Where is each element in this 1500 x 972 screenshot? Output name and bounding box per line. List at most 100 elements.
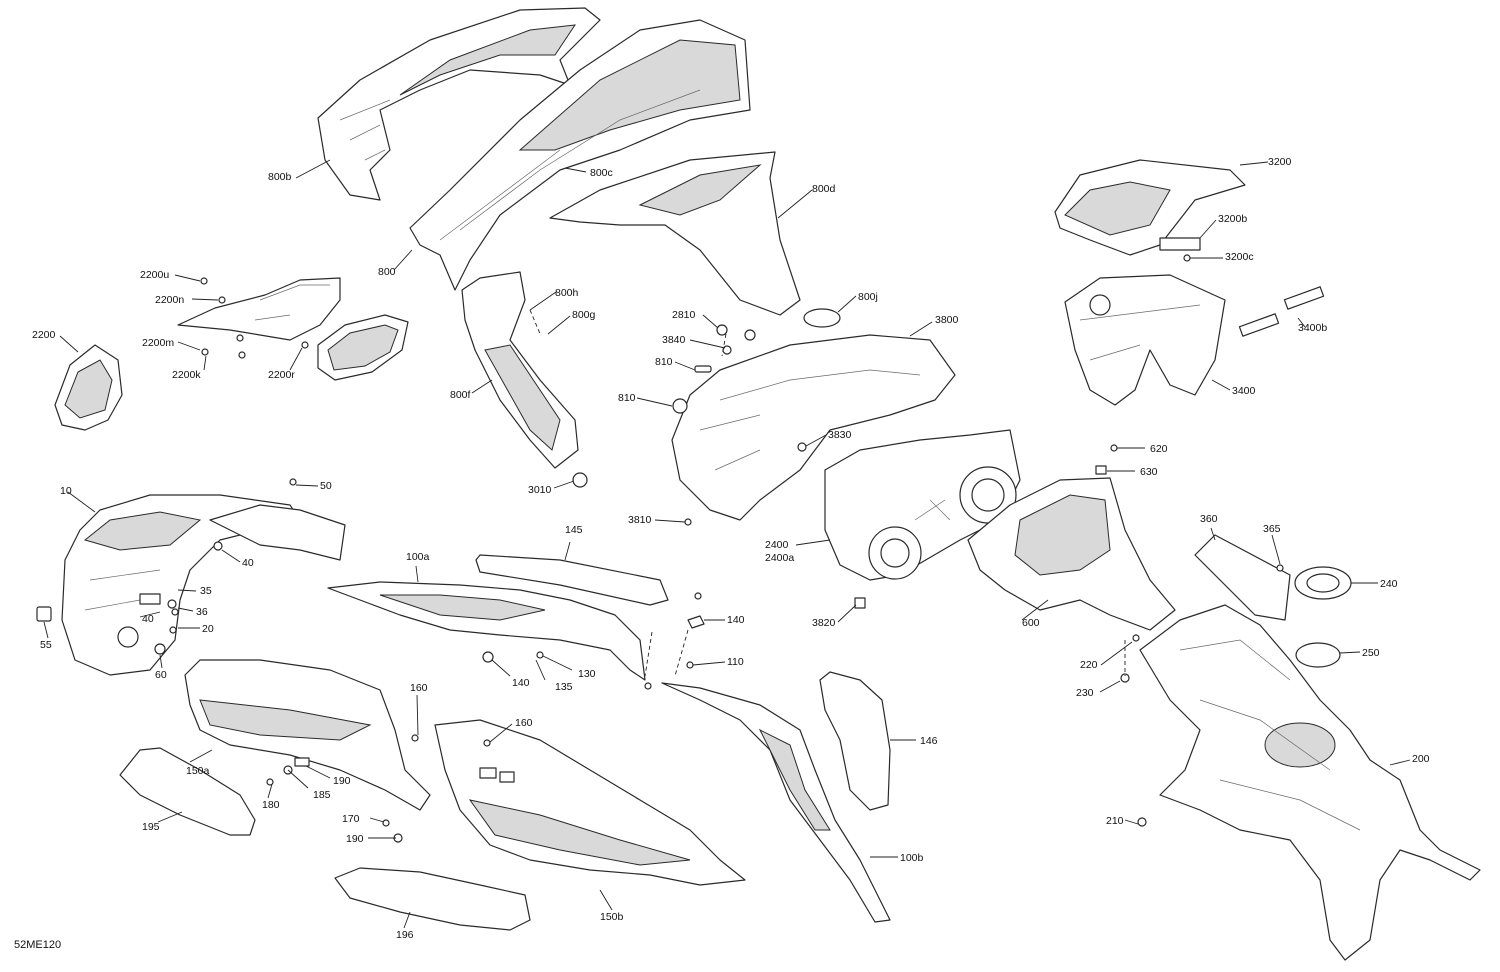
part-230 <box>1120 673 1130 683</box>
callout-146: 146 <box>920 735 938 747</box>
callout-800b: 800b <box>268 171 292 183</box>
callout-2200n: 2200n <box>155 294 184 306</box>
callout-2200u: 2200u <box>140 269 169 281</box>
callout-800j: 800j <box>858 291 878 303</box>
part-146 <box>819 671 891 811</box>
callout-195: 195 <box>142 821 160 833</box>
callout-3820: 3820 <box>812 617 836 629</box>
callout-110: 110 <box>727 656 744 668</box>
callout-800g: 800g <box>572 309 596 321</box>
callout-160-right: 160 <box>515 717 533 729</box>
part-800b <box>317 7 601 201</box>
callout-50: 50 <box>320 480 332 492</box>
callout-810-lower: 810 <box>618 392 636 404</box>
callout-230: 230 <box>1076 687 1094 699</box>
callout-3800: 3800 <box>935 314 959 326</box>
part-100a <box>327 581 646 681</box>
callout-labels: 800b 800c 800d 800 800h 800g 800j 800f 2… <box>14 156 1430 951</box>
callout-100b: 100b <box>900 852 924 864</box>
callout-210: 210 <box>1106 815 1124 827</box>
part-600 <box>967 477 1176 631</box>
callout-160-left: 160 <box>410 682 428 694</box>
diagram-code: 52ME120 <box>14 939 61 951</box>
callout-185: 185 <box>313 789 331 801</box>
callout-2400: 2400 <box>765 539 789 551</box>
part-3010-grommet <box>572 472 588 488</box>
callout-3010: 3010 <box>528 484 552 496</box>
part-100b <box>661 682 891 923</box>
callout-20: 20 <box>202 623 214 635</box>
callout-3810: 3810 <box>628 514 652 526</box>
callout-150b: 150b <box>600 911 624 923</box>
callout-40-lower: 40 <box>142 613 154 625</box>
nose-fasteners <box>36 478 297 655</box>
callout-2200r: 2200r <box>268 369 295 381</box>
callout-130: 130 <box>578 668 596 680</box>
part-250 <box>1295 642 1341 668</box>
callout-3200c: 3200c <box>1225 251 1254 263</box>
part-800j <box>803 308 841 328</box>
callout-55: 55 <box>40 639 52 651</box>
callout-220: 220 <box>1080 659 1098 671</box>
callout-3840: 3840 <box>662 334 686 346</box>
callout-35: 35 <box>200 585 212 597</box>
callout-800: 800 <box>378 266 396 278</box>
callout-150a: 150a <box>186 765 210 777</box>
part-200 <box>1139 604 1481 961</box>
callout-170: 170 <box>342 813 360 825</box>
callout-10: 10 <box>60 485 72 497</box>
callout-2810: 2810 <box>672 309 696 321</box>
callout-800d: 800d <box>812 183 836 195</box>
headlight-fasteners <box>672 324 866 609</box>
part-3400b-lower <box>1238 313 1280 337</box>
part-3400-bin <box>1064 274 1226 406</box>
part-800 <box>409 19 751 291</box>
callout-2200: 2200 <box>32 329 56 341</box>
callout-180: 180 <box>262 799 280 811</box>
callout-360: 360 <box>1200 513 1218 525</box>
callout-200: 200 <box>1412 753 1430 765</box>
part-2200r-mirror-glass <box>317 314 409 381</box>
callout-250: 250 <box>1362 647 1380 659</box>
part-150b <box>434 719 746 886</box>
part-196 <box>334 867 531 931</box>
callout-800h: 800h <box>555 287 579 299</box>
callout-800f: 800f <box>450 389 471 401</box>
callout-240: 240 <box>1380 578 1398 590</box>
callout-810-upper: 810 <box>655 356 673 368</box>
callout-2200k: 2200k <box>172 369 201 381</box>
part-2400 <box>824 429 1021 581</box>
rail-fasteners <box>482 592 705 690</box>
part-195 <box>119 747 256 836</box>
callout-190-upper: 190 <box>333 775 351 787</box>
callout-630: 630 <box>1140 466 1158 478</box>
part-220 <box>1132 634 1140 642</box>
part-240-inner <box>1306 573 1340 593</box>
callout-3400b: 3400b <box>1298 322 1327 334</box>
part-630 <box>1095 465 1107 475</box>
callout-135: 135 <box>555 681 573 693</box>
callout-2400a: 2400a <box>765 552 794 564</box>
part-365 <box>1276 564 1284 572</box>
callout-3200: 3200 <box>1268 156 1292 168</box>
callout-40-upper: 40 <box>242 557 254 569</box>
callout-800c: 800c <box>590 167 613 179</box>
part-210 <box>1137 817 1147 827</box>
part-3200b <box>1159 237 1201 251</box>
part-10 <box>61 494 346 676</box>
callout-2200m: 2200m <box>142 337 174 349</box>
callout-145: 145 <box>565 524 583 536</box>
callout-140-left: 140 <box>512 677 530 689</box>
callout-620: 620 <box>1150 443 1168 455</box>
mirror-fasteners <box>200 277 309 359</box>
leader-lines <box>43 159 1411 929</box>
callout-100a: 100a <box>406 551 430 563</box>
callout-3400: 3400 <box>1232 385 1256 397</box>
callout-36: 36 <box>196 606 208 618</box>
callout-140-right: 140 <box>727 614 745 626</box>
callout-3830: 3830 <box>828 429 852 441</box>
part-620 <box>1110 444 1118 452</box>
part-3400b-upper <box>1283 286 1325 310</box>
